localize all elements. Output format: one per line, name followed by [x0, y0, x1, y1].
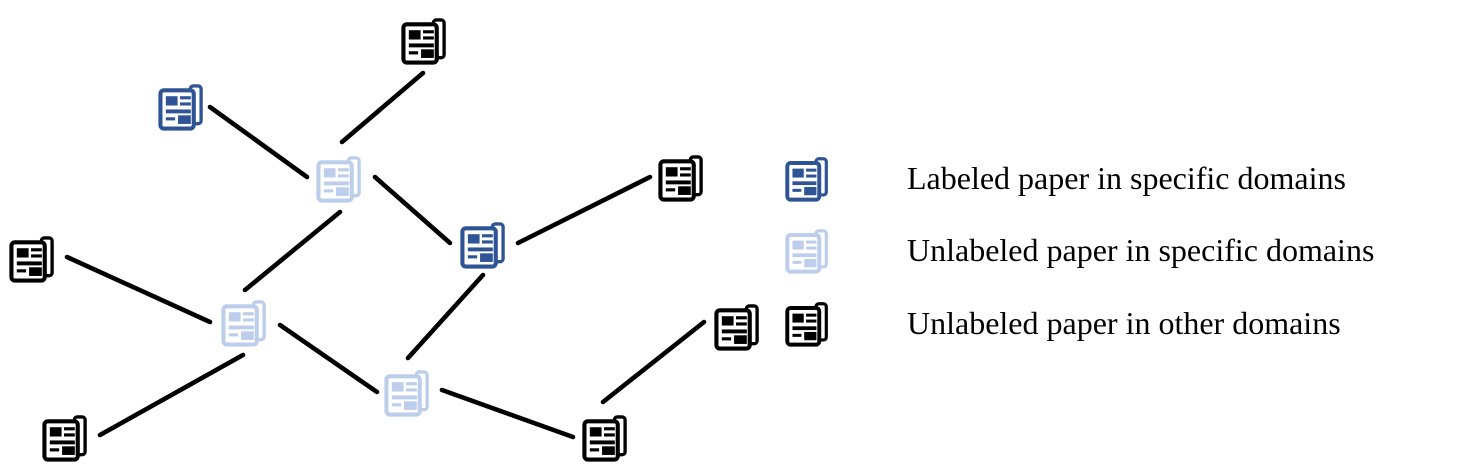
- newspaper-icon: [785, 301, 828, 347]
- node-paper-center-top: [315, 154, 364, 203]
- edge-paper-mid-left--paper-bottom-center: [277, 322, 380, 395]
- newspaper-icon: [383, 369, 429, 417]
- edge-paper-left--paper-mid-left: [64, 254, 213, 325]
- legend-label: Unlabeled paper in specific domains: [907, 232, 1375, 268]
- newspaper-icon: [713, 303, 759, 351]
- newspaper-icon: [459, 221, 505, 269]
- labeled-paper-icon: [784, 155, 831, 202]
- legend-label: Unlabeled paper in other domains: [907, 305, 1341, 341]
- newspaper-icon: [157, 83, 203, 131]
- node-paper-bottom-left: [41, 413, 90, 462]
- edge-paper-center--paper-right-mid: [515, 174, 653, 246]
- edge-paper-center-top--paper-center: [372, 174, 453, 246]
- edge-paper-top--paper-center-top: [339, 70, 426, 145]
- newspaper-icon: [785, 156, 828, 202]
- edge-paper-mid-left--paper-center-top: [242, 209, 343, 293]
- newspaper-icon: [41, 414, 87, 462]
- edge-paper-top-left--paper-center-top: [207, 104, 310, 180]
- node-paper-right-low: [713, 302, 762, 351]
- legend-item-unlabeled-other: Unlabeled paper in other domains: [784, 298, 1341, 348]
- edge-paper-bottom-center--paper-bottom: [439, 387, 576, 440]
- node-paper-top: [400, 16, 449, 65]
- unlabeled-other-paper-icon: [784, 300, 831, 347]
- newspaper-icon: [581, 414, 627, 462]
- node-paper-left: [8, 234, 57, 283]
- newspaper-icon: [400, 17, 446, 65]
- unlabeled-specific-paper-icon: [784, 227, 831, 274]
- newspaper-icon: [657, 154, 703, 202]
- legend-item-unlabeled-specific: Unlabeled paper in specific domains: [784, 225, 1374, 275]
- node-paper-mid-left: [220, 298, 269, 347]
- edge-paper-center--paper-bottom-center: [405, 272, 486, 361]
- node-paper-right-mid: [657, 153, 706, 202]
- newspaper-icon: [220, 299, 266, 347]
- node-paper-bottom-center: [383, 368, 432, 417]
- newspaper-icon: [785, 228, 828, 274]
- edge-paper-bottom--paper-right-low: [600, 319, 707, 405]
- edge-paper-mid-left--paper-bottom-left: [97, 352, 246, 438]
- legend-item-labeled-specific: Labeled paper in specific domains: [784, 153, 1346, 203]
- legend-label: Labeled paper in specific domains: [907, 160, 1346, 196]
- node-paper-top-left: [157, 82, 206, 131]
- newspaper-icon: [315, 155, 361, 203]
- node-paper-center: [459, 220, 508, 269]
- newspaper-icon: [8, 235, 54, 283]
- node-paper-bottom: [581, 413, 630, 462]
